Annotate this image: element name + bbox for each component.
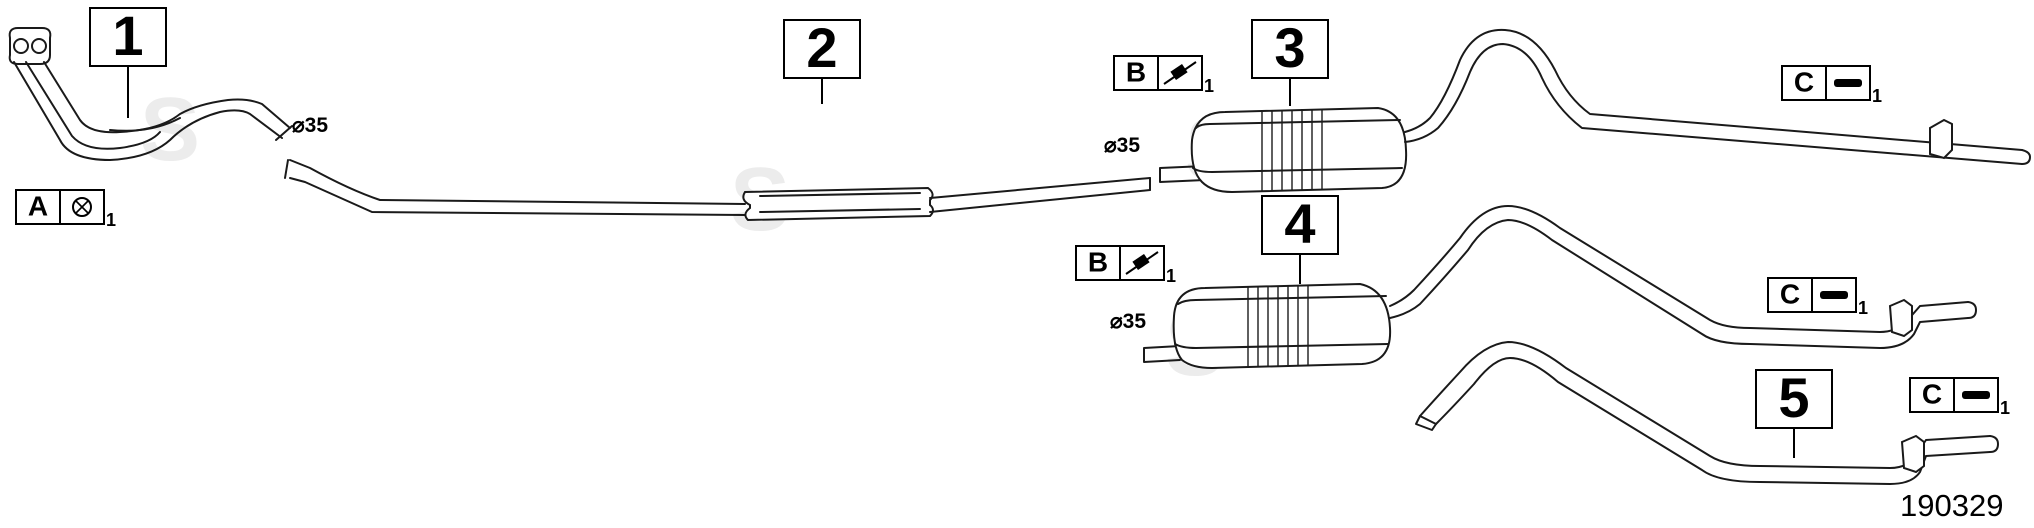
kit-quantity: 1 <box>1204 76 1214 96</box>
gasket-icon <box>72 197 92 217</box>
front-pipe-tube <box>25 61 161 150</box>
diameter-label: ⌀35 <box>1110 310 1146 333</box>
kit-label-b-upper[interactable]: B 1 <box>1113 55 1214 96</box>
hanger-bracket <box>1929 118 1953 160</box>
tail-pipe-end <box>2021 149 2031 165</box>
tail-pipe <box>1404 28 2023 165</box>
diameter-label: ⌀35 <box>292 114 328 137</box>
kit-letter: A <box>28 190 48 221</box>
silencer-seam <box>1174 343 1389 349</box>
callout-5[interactable]: 5 <box>1755 366 1833 458</box>
callout-number: 3 <box>1274 16 1305 79</box>
rubber-hanger-icon <box>1962 391 1990 399</box>
intermediate-pipe-tube <box>929 177 1151 213</box>
rear-silencer-part-4[interactable] <box>1143 205 1977 370</box>
callout-2[interactable]: 2 <box>783 16 861 104</box>
callout-number: 2 <box>806 16 837 79</box>
kit-quantity: 1 <box>1872 86 1882 106</box>
tail-pipe <box>1419 341 1991 485</box>
callout-box <box>1755 369 1833 429</box>
tail-pipe-end <box>1967 301 1977 319</box>
kit-letter: B <box>1126 56 1146 87</box>
intermediate-pipe-end <box>284 159 289 179</box>
tail-pipe-end <box>1989 435 1999 453</box>
intermediate-pipe-part[interactable] <box>284 159 1151 222</box>
drawing-code: 190329 <box>1900 488 2003 523</box>
callout-box <box>1261 195 1339 255</box>
front-pipe-flange <box>8 27 52 65</box>
callout-1[interactable]: 1 <box>89 4 167 118</box>
tail-pipe-inlet <box>1415 415 1437 431</box>
silencer-ribs <box>1261 109 1323 191</box>
callout-number: 1 <box>112 4 143 67</box>
kit-quantity: 1 <box>106 210 116 230</box>
front-pipe-tube <box>13 61 283 161</box>
silencer-inlet <box>1143 345 1181 363</box>
silencer-seam <box>1177 295 1387 305</box>
front-pipe-tube <box>43 61 291 134</box>
kit-letter-box <box>1075 245 1121 281</box>
rubber-hanger-icon <box>1834 79 1862 87</box>
clamp-icon <box>1163 61 1197 85</box>
silencer-seam <box>1195 119 1401 129</box>
rear-silencer-part-3[interactable] <box>1159 28 2031 194</box>
kit-letter: C <box>1794 66 1814 97</box>
front-pipe-joint <box>109 117 181 132</box>
flange-hole <box>13 38 29 54</box>
silencer-seam <box>1192 167 1403 173</box>
kit-letter: C <box>1922 378 1942 409</box>
rubber-hanger-icon <box>1820 291 1848 299</box>
resonator-seam <box>759 192 921 213</box>
kit-quantity: 1 <box>2000 398 2010 418</box>
kit-letter-box <box>1767 277 1813 313</box>
front-pipe-end <box>275 125 293 141</box>
callout-box <box>1251 19 1329 79</box>
watermark: S <box>140 80 200 180</box>
kit-label-b-middle[interactable]: B 1 <box>1075 245 1176 286</box>
hanger-bracket <box>1888 298 1913 338</box>
tail-pipe-part-5[interactable] <box>1415 341 1999 485</box>
kit-quantity: 1 <box>1166 266 1176 286</box>
diameter-label: ⌀35 <box>1104 134 1140 157</box>
kit-letter: B <box>1088 246 1108 277</box>
clamp-icon <box>1125 251 1159 275</box>
silencer-ribs <box>1247 285 1309 367</box>
kit-quantity: 1 <box>1858 298 1868 318</box>
kit-label-c-upper[interactable]: C 1 <box>1781 65 1882 106</box>
intermediate-pipe-tube <box>289 159 746 216</box>
callout-3[interactable]: 3 <box>1251 16 1329 106</box>
callout-box <box>89 7 167 67</box>
kit-letter: C <box>1780 278 1800 309</box>
kit-label-c-lower[interactable]: C 1 <box>1909 377 2010 418</box>
callout-4[interactable]: 4 <box>1261 192 1339 284</box>
front-pipe-part[interactable] <box>8 27 293 161</box>
kit-label-c-middle[interactable]: C 1 <box>1767 277 1868 318</box>
callout-number: 5 <box>1778 366 1809 429</box>
callout-number: 4 <box>1284 192 1315 255</box>
kit-label-a[interactable]: A 1 <box>15 189 116 230</box>
hanger-bracket <box>1900 434 1925 474</box>
flange-hole <box>31 38 47 54</box>
tail-pipe <box>1389 205 1969 349</box>
